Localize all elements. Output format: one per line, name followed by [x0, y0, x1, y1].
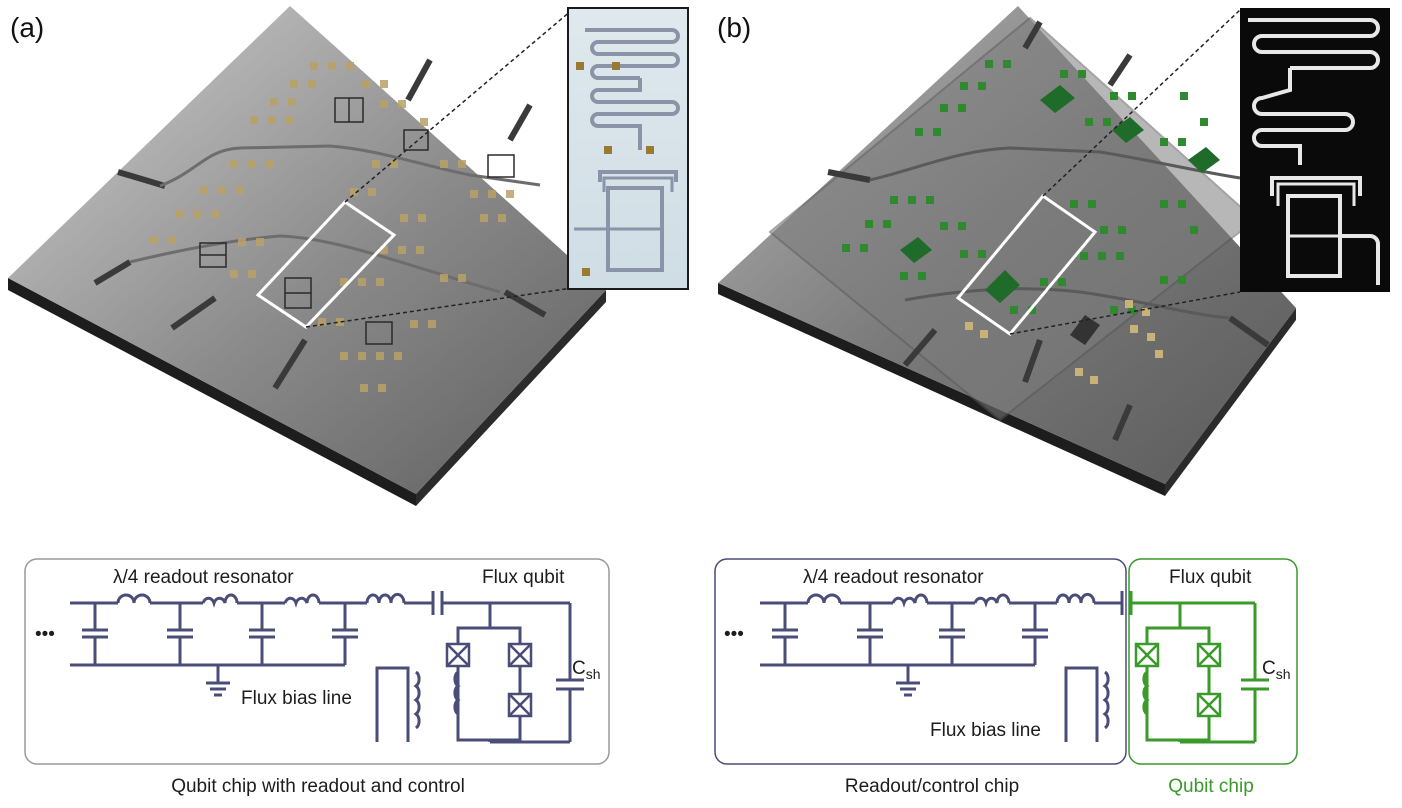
- chip-b-highlight-box: [955, 193, 1098, 337]
- chip-a-pads: [93, 58, 547, 390]
- chip-b-bumps: [965, 300, 1163, 384]
- inset-a-micrograph: [567, 7, 689, 290]
- chip-a-edge-right: [416, 290, 606, 506]
- circuit-a-resonator-label: λ/4 readout resonator: [113, 567, 294, 588]
- circuit-b-caption-readout: Readout/control chip: [845, 776, 1019, 797]
- circuit-b-frame-qubit: [1128, 558, 1298, 765]
- circuit-a-csh-label: Csh: [572, 658, 601, 682]
- chip-b-green-pads: [842, 60, 1208, 314]
- panel-a: (a): [8, 6, 689, 506]
- circuit-b-junctions: [1134, 642, 1222, 718]
- circuit-a-qubit-label: Flux qubit: [482, 567, 565, 588]
- circuit-a-ellipsis: •••: [35, 624, 55, 645]
- circuit-a-junctions: [445, 642, 533, 718]
- chip-a-gold-pads: [150, 62, 514, 392]
- circuit-a-frame: [24, 558, 610, 765]
- circuit-b-ellipsis: •••: [724, 624, 744, 645]
- circuit-b-caption-qubit: Qubit chip: [1168, 776, 1254, 797]
- panel-b: (b): [717, 6, 1390, 496]
- chip-a-feedline: [159, 144, 541, 188]
- inset-b-micrograph: [1240, 8, 1390, 292]
- panel-a-label: (a): [10, 12, 44, 43]
- circuit-a-flux-bias-label: Flux bias line: [241, 688, 352, 709]
- circuit-b-frame-readout: [714, 558, 1127, 765]
- circuit-b-resonator-label: λ/4 readout resonator: [803, 567, 984, 588]
- chip-b-green-qubits: [900, 85, 1220, 303]
- chip-a-highlight-box: [255, 200, 397, 329]
- circuit-a-wires: [70, 591, 584, 744]
- chip-a-qubits: [199, 97, 515, 345]
- chip-a-surface: [8, 6, 606, 494]
- circuit-b-readout-wires: [760, 591, 1124, 742]
- circuit-b-qubit-wires: [1129, 591, 1269, 744]
- panel-b-label: (b): [717, 12, 751, 43]
- chip-a-edge-left: [8, 278, 416, 506]
- circuit-b: λ/4 readout resonator Flux qubit ••• Flu…: [714, 558, 1298, 797]
- circuit-b-qubit-label: Flux qubit: [1169, 567, 1252, 588]
- circuit-a-caption: Qubit chip with readout and control: [171, 776, 465, 797]
- circuit-b-csh-label: Csh: [1262, 658, 1291, 682]
- circuit-a: λ/4 readout resonator Flux qubit ••• Flu…: [24, 558, 610, 797]
- circuit-b-flux-bias-label: Flux bias line: [930, 720, 1041, 741]
